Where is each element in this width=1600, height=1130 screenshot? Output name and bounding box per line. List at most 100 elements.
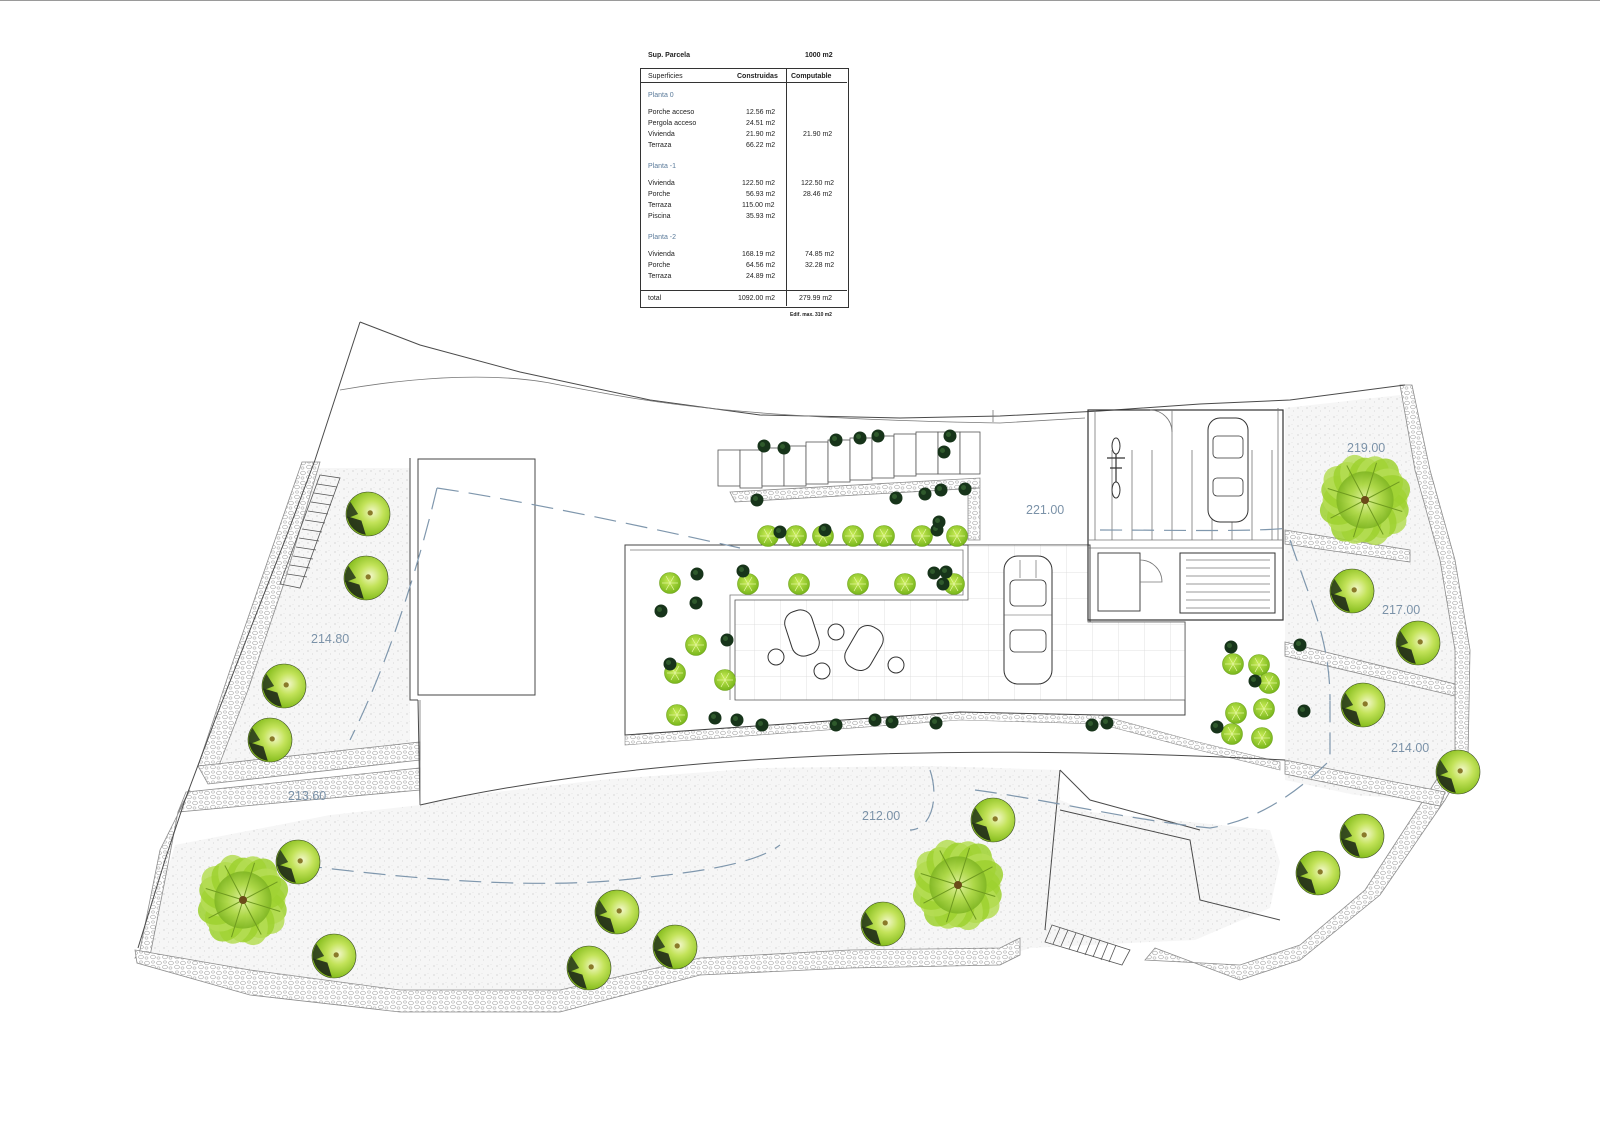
tree-icon (594, 889, 640, 935)
step-planters (717, 431, 981, 489)
elevation-label: 212.00 (862, 809, 900, 823)
southeast-ramp-edge (1044, 769, 1281, 931)
shrub-icon (1251, 727, 1273, 749)
elevation-label: 213.60 (288, 789, 326, 803)
row-built: 21.90 m2 (746, 131, 776, 138)
tree-icon (912, 839, 1004, 931)
shrub-icon (757, 439, 771, 453)
shrub-icon (932, 515, 946, 529)
shrub-icon (659, 572, 681, 594)
vegetation-layer (197, 429, 1481, 991)
tree-icon (1435, 749, 1481, 795)
shrub-icon (750, 493, 764, 507)
garage-door-arc (1149, 409, 1173, 433)
row-built: 24.89 m2 (746, 273, 776, 280)
shrub-icon (885, 715, 899, 729)
col-superficies: Superficies (648, 73, 683, 80)
row-computable: 74.85 m2 (805, 251, 835, 258)
tree-icon (1395, 620, 1441, 666)
shrub-icon (842, 525, 864, 547)
shrub-icon (1248, 674, 1262, 688)
shrub-icon (785, 525, 807, 547)
shrub-icon (853, 431, 867, 445)
tree-icon (1319, 454, 1411, 546)
row-built: 66.22 m2 (746, 142, 776, 149)
lift-door-arc (1139, 559, 1163, 583)
shrub-icon (690, 567, 704, 581)
row-computable: 32.28 m2 (805, 262, 835, 269)
tree-icon (345, 491, 391, 537)
garage-inner-lines (1088, 408, 1283, 549)
row-name: Vivienda (648, 251, 675, 258)
contour-line (1099, 527, 1291, 532)
plot-boundary (137, 321, 1406, 949)
shrub-icon (911, 525, 933, 547)
tree-icon (1329, 568, 1375, 614)
shrub-icon (1248, 654, 1270, 676)
contour-line (299, 844, 781, 884)
total-built: 1092.00 m2 (738, 295, 775, 302)
elevation-label: 214.00 (1391, 741, 1429, 755)
contour-line (436, 487, 741, 549)
elevation-label: 217.00 (1382, 603, 1420, 617)
shrub-icon (720, 633, 734, 647)
shrub-icon (934, 483, 948, 497)
row-name: Porche (648, 191, 671, 198)
shrub-icon (1210, 720, 1224, 734)
contour-line (909, 769, 935, 831)
tree-icon (261, 663, 307, 709)
shrub-icon (943, 429, 957, 443)
shrub-icon (708, 711, 722, 725)
row-computable: 28.46 m2 (803, 191, 833, 198)
shrub-icon (788, 573, 810, 595)
planter-inner-line (630, 549, 964, 700)
shrub-icon (937, 445, 951, 459)
stairs-icon (279, 474, 341, 589)
shrub-icon (873, 525, 895, 547)
stone-wall-south (134, 937, 1021, 1013)
car-icon (1207, 417, 1249, 523)
tree-icon (275, 839, 321, 885)
tree-icon (652, 924, 698, 970)
shrub-icon (939, 565, 953, 579)
row-built: 12.56 m2 (746, 109, 776, 116)
shrub-icon (1293, 638, 1307, 652)
shrub-icon (929, 716, 943, 730)
table-frame (640, 68, 849, 308)
shrub-icon (918, 487, 932, 501)
car-icon (1003, 555, 1053, 685)
stone-wall-east (1144, 384, 1471, 981)
top-border (0, 0, 1600, 1)
tree-icon (343, 555, 389, 601)
row-name: Vivienda (648, 131, 675, 138)
section-title: Planta -1 (648, 163, 677, 170)
shrub-icon (757, 525, 779, 547)
access-road-edge (339, 376, 1086, 424)
max-buildable-note: Edif. max. 310 m2 (790, 312, 832, 318)
shrub-icon (829, 433, 843, 447)
plot-value: 1000 m2 (805, 52, 833, 59)
shrub-icon (773, 525, 787, 539)
shrub-icon (1224, 640, 1238, 654)
contour-line (349, 487, 438, 741)
table-header-divider (640, 82, 847, 83)
row-built: 35.93 m2 (746, 213, 776, 220)
shrub-icon (927, 566, 941, 580)
row-name: Porche (648, 262, 671, 269)
shrub-icon (666, 704, 688, 726)
row-built: 24.51 m2 (746, 120, 776, 127)
motorbike-icon (1107, 437, 1125, 499)
elevation-label: 214.80 (311, 632, 349, 646)
shrub-icon (818, 523, 832, 537)
row-built: 115.00 m2 (742, 202, 775, 209)
elevation-label: 219.00 (1347, 441, 1385, 455)
row-built: 64.56 m2 (746, 262, 776, 269)
shrub-icon (1225, 702, 1247, 724)
tree-icon (311, 933, 357, 979)
plot-label: Sup. Parcela (648, 52, 691, 59)
row-name: Vivienda (648, 180, 675, 187)
shrub-icon (755, 718, 769, 732)
shrub-icon (777, 441, 791, 455)
pool-block (417, 458, 536, 696)
